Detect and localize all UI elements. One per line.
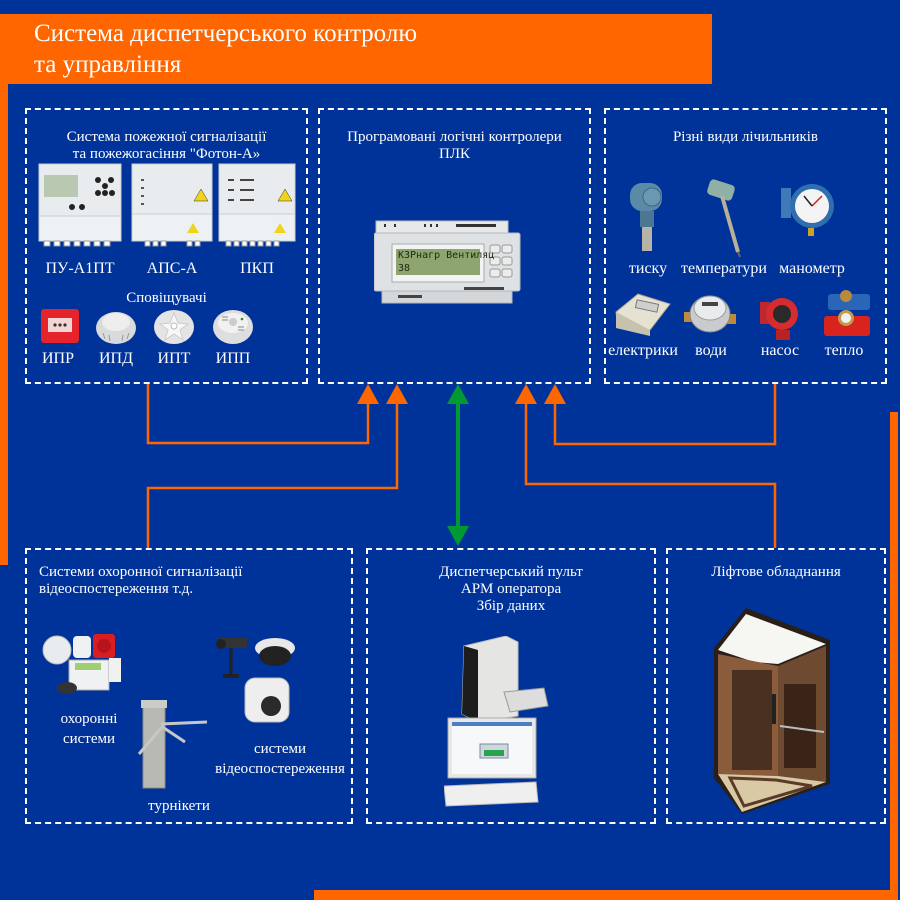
- arrowhead-security-to-plc: [386, 384, 408, 404]
- elevator-cabin-icon: [714, 608, 834, 818]
- connector-fire-to-plc: [146, 384, 370, 445]
- connector-elevator-to-plc: [524, 400, 777, 548]
- plc-box-title: Програмовані логічні контролери ПЛК: [347, 129, 562, 162]
- plc-box: Програмовані логічні контролери ПЛК КЗРн…: [318, 108, 591, 384]
- arrowhead-elevator-to-plc: [515, 384, 537, 404]
- meter-label: тепло: [824, 342, 864, 359]
- dispatch-box-title: Диспетчерський пульт АРМ оператора Збір …: [439, 564, 583, 614]
- meter-label: манометр: [779, 260, 845, 277]
- connector-security-to-plc: [146, 400, 399, 548]
- flame-detector-icon: [212, 307, 254, 345]
- fire-alarm-box-title: Система пожежної сигналізації та пожежог…: [66, 129, 267, 162]
- security-box: Системи охоронної сигналізації відеоспос…: [25, 548, 353, 824]
- operator-workstation-icon: [443, 635, 554, 808]
- arrowhead-to-plc: [447, 384, 469, 404]
- arrowhead-fire-to-plc: [357, 384, 379, 404]
- connector-meters-to-plc: [553, 384, 777, 446]
- elevator-box-title: Ліфтове обладнання: [711, 564, 841, 580]
- meter-label: електрики: [608, 342, 678, 359]
- arrowhead-to-dispatch: [447, 526, 469, 546]
- bottom-accent-strip: [314, 890, 898, 900]
- page-title: Система диспетчерського контролю та упра…: [34, 20, 417, 78]
- security-item-label: охоронні системи: [60, 711, 118, 747]
- meter-label: води: [695, 342, 727, 359]
- smoke-detector-icon: [95, 307, 137, 345]
- control-panel-icon: [131, 163, 213, 247]
- meters-box: Різні види лічильників тиску температури…: [604, 108, 887, 384]
- meter-label: тиску: [628, 260, 668, 277]
- pressure-sensor-icon: [624, 177, 672, 255]
- security-box-title: Системи охоронної сигналізації відеоспос…: [39, 564, 243, 597]
- detector-label: ИПП: [215, 350, 251, 367]
- cctv-cameras-icon: [215, 634, 305, 726]
- pump-icon: [758, 288, 802, 342]
- security-item-label: турнікети: [148, 798, 210, 814]
- right-accent-strip: [890, 412, 898, 900]
- plc-display-line2: 38: [398, 263, 411, 274]
- control-panel-icon: [38, 163, 122, 247]
- device-label: АПС-А: [146, 260, 198, 277]
- security-item-label: системи відеоспостереження: [215, 741, 345, 777]
- control-panel-icon: [218, 163, 296, 247]
- plc-display-line1: КЗРнагр Вентиляц: [398, 250, 495, 261]
- heat-meter-icon: [822, 288, 874, 344]
- plc-controller-icon: КЗРнагр Вентиляц 38: [373, 217, 524, 305]
- detectors-heading: Сповіщувачі: [126, 290, 207, 306]
- fire-alarm-box: Система пожежної сигналізації та пожежог…: [25, 108, 308, 384]
- meter-label: насос: [760, 342, 800, 359]
- left-accent-strip: [0, 84, 8, 565]
- elevator-box: Ліфтове обладнання: [666, 548, 886, 824]
- detector-label: ИПД: [98, 350, 134, 367]
- title-banner: Система диспетчерського контролю та упра…: [0, 14, 712, 84]
- dispatch-box: Диспетчерський пульт АРМ оператора Збір …: [366, 548, 656, 824]
- detector-label: ИПР: [41, 350, 74, 367]
- device-label: ПУ-А1ПТ: [45, 260, 115, 277]
- alarm-devices-icon: [41, 630, 127, 700]
- device-label: ПКП: [240, 260, 274, 277]
- manual-call-point-icon: [39, 307, 81, 345]
- meter-label: температури: [681, 260, 767, 277]
- heat-detector-icon: [153, 307, 195, 345]
- detector-label: ИПТ: [157, 350, 191, 367]
- electric-meter-icon: [612, 290, 672, 340]
- temperature-probe-icon: [700, 178, 756, 258]
- turnstile-icon: [127, 692, 211, 792]
- water-meter-icon: [684, 288, 736, 336]
- manometer-icon: [778, 178, 838, 238]
- meters-box-title: Різні види лічильників: [672, 129, 819, 145]
- arrowhead-meters-to-plc: [544, 384, 566, 404]
